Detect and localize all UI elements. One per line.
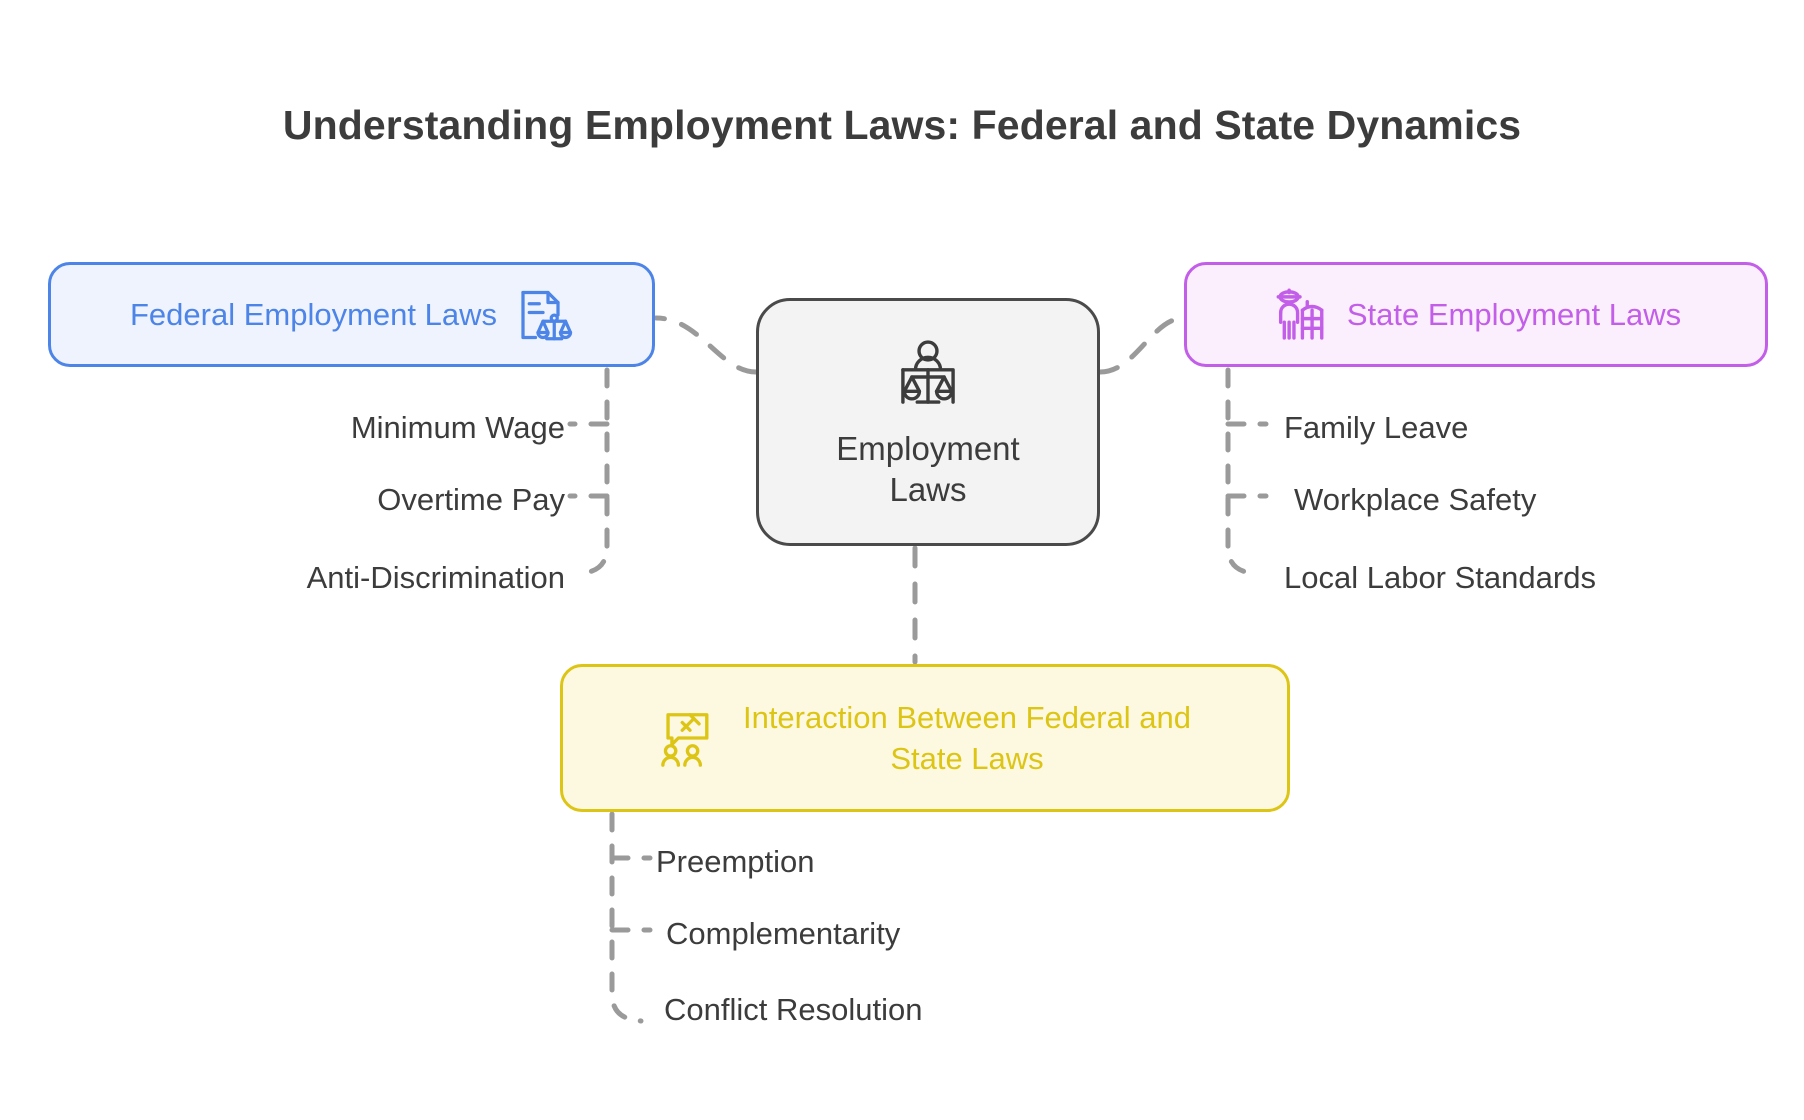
branch-node-interaction[interactable]: Interaction Between Federal and State La… [560, 664, 1290, 812]
edge-group-state-items [1225, 367, 1269, 577]
branch-node-federal-label: Federal Employment Laws [130, 296, 497, 332]
branch-node-state-label: State Employment Laws [1346, 296, 1682, 332]
sub-item-interaction-3[interactable]: Conflict Resolution [664, 992, 923, 1027]
center-node-employment-laws[interactable]: Employment Laws [756, 298, 1100, 546]
branch-node-state[interactable]: State Employment Laws [1184, 262, 1768, 367]
sub-item-federal-3[interactable]: Anti-Discrimination [306, 560, 565, 595]
presentation-people-icon [659, 707, 721, 769]
edge-center-to-state [1097, 315, 1187, 375]
edge-group-interaction-items [609, 811, 653, 1024]
sub-item-state-1[interactable]: Family Leave [1284, 410, 1469, 445]
sub-item-interaction-1[interactable]: Preemption [656, 844, 815, 879]
person-building-icon [1271, 286, 1329, 344]
sub-item-federal-2[interactable]: Overtime Pay [377, 482, 565, 517]
center-node-label: Employment Laws [836, 429, 1020, 508]
sub-item-state-2[interactable]: Workplace Safety [1294, 482, 1537, 517]
branch-node-interaction-label: Interaction Between Federal and State La… [742, 699, 1192, 776]
document-scales-icon [513, 285, 573, 345]
branch-node-federal[interactable]: Federal Employment Laws [48, 262, 655, 367]
sub-item-state-3[interactable]: Local Labor Standards [1284, 560, 1596, 595]
page-title: Understanding Employment Laws: Federal a… [282, 102, 1522, 148]
edge-center-to-federal [653, 315, 759, 375]
judge-scales-icon [885, 334, 971, 420]
edge-group-federal-items [567, 367, 610, 577]
sub-item-federal-1[interactable]: Minimum Wage [350, 410, 565, 445]
sub-item-interaction-2[interactable]: Complementarity [666, 916, 901, 951]
